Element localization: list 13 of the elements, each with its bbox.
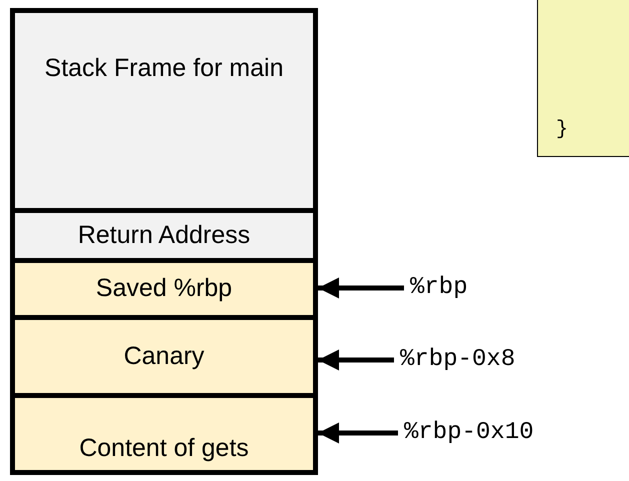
box-label: Return Address	[78, 220, 250, 251]
code-box	[537, 0, 629, 157]
register-label: %rbp	[410, 273, 468, 303]
register-label: %rbp-0x8	[400, 345, 516, 375]
box-label: Canary	[124, 340, 204, 372]
box-label: Stack Frame for main	[44, 53, 284, 84]
arrow	[318, 422, 398, 444]
arrow	[318, 350, 394, 370]
arrow	[318, 278, 404, 298]
box-label: }	[556, 117, 568, 142]
box-label: Content of gets	[79, 432, 249, 464]
register-label: %rbp-0x10	[404, 418, 534, 448]
box-label: Saved %rbp	[96, 273, 232, 304]
